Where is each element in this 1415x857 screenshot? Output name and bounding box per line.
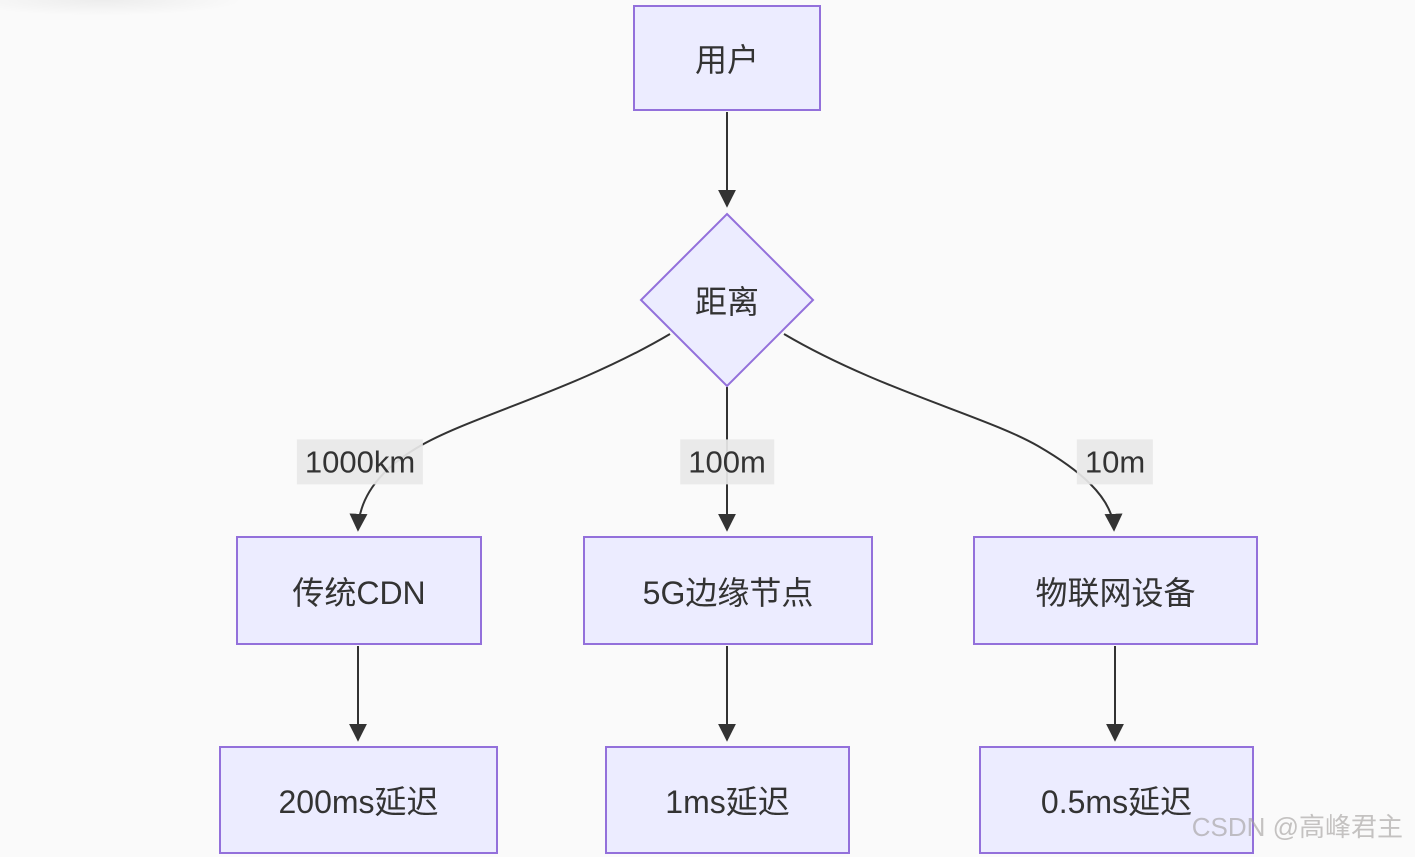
node-distance-label: 距离 [694, 284, 760, 320]
node-distance-shape [639, 212, 815, 388]
node-cdn: 传统CDN [236, 536, 482, 645]
node-latency-5g-label: 1ms延迟 [665, 784, 790, 820]
edge-distance-iot [783, 333, 1123, 532]
node-latency-cdn: 200ms延迟 [219, 746, 498, 854]
node-edge5g-label: 5G边缘节点 [642, 574, 814, 611]
edge-label-1000km: 1000km [296, 439, 424, 485]
node-latency-iot: 0.5ms延迟 [979, 746, 1254, 854]
node-iot-label: 物联网设备 [1035, 574, 1196, 611]
edge-distance-cdn [349, 333, 671, 532]
node-edge5g: 5G边缘节点 [583, 536, 873, 645]
node-latency-5g: 1ms延迟 [605, 746, 850, 854]
node-user: 用户 [633, 5, 821, 111]
node-latency-iot-label: 0.5ms延迟 [1040, 784, 1193, 820]
node-cdn-label: 传统CDN [292, 574, 426, 611]
csdn-watermark: CSDN @高峰君主 [1191, 812, 1403, 842]
edge-label-10m: 10m [1076, 439, 1154, 485]
node-iot: 物联网设备 [973, 536, 1258, 645]
node-user-label: 用户 [694, 42, 759, 78]
edge-label-100m: 100m [680, 439, 774, 485]
node-latency-cdn-label: 200ms延迟 [278, 784, 439, 820]
